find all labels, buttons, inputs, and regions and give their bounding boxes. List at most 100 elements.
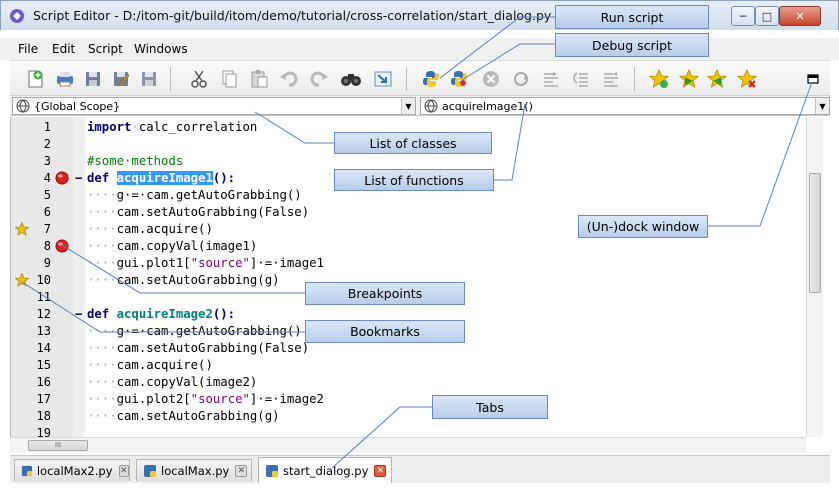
bookmark-star-icon[interactable] — [15, 222, 29, 236]
menu-edit[interactable]: Edit — [52, 42, 76, 56]
find-button[interactable] — [338, 66, 364, 92]
minimize-button[interactable]: ─ — [731, 6, 755, 26]
tab-localmax[interactable]: localMax.py ✕ — [136, 459, 252, 481]
undock-icon — [807, 74, 819, 84]
clear-bookmarks-button[interactable] — [734, 66, 760, 92]
globe-icon — [424, 99, 438, 113]
scissors-icon — [191, 70, 207, 88]
minimize-icon: ─ — [739, 9, 747, 23]
chevron-down-icon[interactable]: ▼ — [815, 98, 829, 114]
close-tab-icon[interactable]: ✕ — [118, 464, 129, 477]
horizontal-scroll-thumb[interactable]: III — [28, 440, 88, 451]
toolbar-separator — [170, 67, 171, 91]
close-button[interactable]: ✕ — [779, 6, 821, 26]
code-line: ····cam.setAutoGrabbing(False) — [87, 341, 310, 355]
code-line: def acquireImage2(): — [87, 307, 236, 321]
vertical-scrollbar[interactable] — [806, 117, 823, 437]
next-bookmark-button[interactable] — [676, 66, 702, 92]
class-list-combo[interactable]: {Global Scope} ▼ — [12, 97, 416, 115]
step-icon — [544, 72, 558, 87]
step-out-button[interactable] — [598, 66, 624, 92]
code-line: ····gui.plot1["source"]·=·image1 — [87, 256, 324, 270]
selected-text: acquireImage1 — [116, 171, 213, 185]
save-icon — [86, 72, 100, 86]
code-line: import·calc_correlation — [87, 120, 258, 134]
python-debug-icon — [451, 71, 467, 87]
python-file-icon — [266, 464, 278, 477]
save-as-button[interactable] — [108, 66, 134, 92]
previous-bookmark-button[interactable] — [704, 66, 730, 92]
code-editor[interactable]: 1 2 3 4 5 6 7 8 9 10 11 12 13 14 15 16 1… — [10, 117, 806, 437]
maximize-icon: □ — [761, 9, 773, 23]
save-button[interactable] — [80, 66, 106, 92]
debug-script-button[interactable] — [446, 66, 472, 92]
fold-toggle[interactable]: − — [75, 307, 83, 321]
callout-list-of-functions: List of functions — [334, 169, 494, 191]
step-over-button[interactable] — [568, 66, 594, 92]
star-remove-icon — [737, 69, 757, 88]
maximize-button[interactable]: □ — [755, 6, 779, 26]
line-number: 6 — [43, 205, 51, 219]
vertical-scroll-thumb[interactable] — [809, 173, 821, 293]
line-number: 8 — [43, 239, 51, 253]
function-list-combo[interactable]: acquireImage1() ▼ — [420, 97, 830, 115]
save-as-icon — [114, 72, 130, 87]
tab-label: localMax2.py — [36, 463, 113, 478]
toggle-bookmark-button[interactable] — [646, 66, 672, 92]
undock-window-button[interactable] — [800, 66, 826, 92]
paste-button[interactable] — [246, 66, 272, 92]
toolbar — [10, 60, 830, 96]
scope-bar: {Global Scope} ▼ acquireImage1() ▼ — [10, 96, 830, 116]
continue-button[interactable] — [508, 66, 534, 92]
cut-button[interactable] — [186, 66, 212, 92]
open-printer-icon — [57, 72, 73, 87]
code-line: ····g·=·cam.getAutoGrabbing() — [87, 188, 302, 202]
horizontal-scrollbar[interactable]: III — [10, 437, 806, 452]
class-list-value: {Global Scope} — [34, 99, 121, 113]
save-all-button[interactable] — [136, 66, 162, 92]
title-bar: Script Editor - D:/itom-git/build/itom/d… — [0, 0, 839, 30]
redo-icon — [310, 71, 328, 87]
fold-toggle[interactable]: − — [75, 171, 83, 185]
new-file-icon — [28, 70, 43, 88]
copy-button[interactable] — [216, 66, 242, 92]
menu-windows[interactable]: Windows — [134, 42, 188, 56]
tab-start-dialog[interactable]: start_dialog.py ✕ — [258, 457, 392, 483]
callout-breakpoints: Breakpoints — [305, 282, 465, 305]
close-tab-icon[interactable]: ✕ — [235, 464, 248, 477]
code-line: ····cam.copyVal(image1) — [87, 239, 258, 253]
star-previous-icon — [707, 69, 727, 88]
breakpoint-icon[interactable] — [55, 239, 69, 253]
code-line: ····gui.plot2["source"]·=·image2 — [87, 392, 324, 406]
stop-button[interactable] — [478, 66, 504, 92]
line-number: 1 — [43, 120, 51, 134]
line-number: 14 — [36, 341, 51, 355]
line-number: 9 — [43, 256, 51, 270]
fold-margin[interactable] — [73, 117, 85, 437]
stop-icon — [483, 71, 499, 87]
breakpoint-icon[interactable] — [55, 171, 69, 185]
run-script-button[interactable] — [418, 66, 444, 92]
line-number: 4 — [43, 171, 51, 185]
code-line: ····cam.acquire() — [87, 358, 213, 372]
new-script-button[interactable] — [22, 66, 48, 92]
bookmark-star-icon[interactable] — [15, 273, 29, 287]
line-number: 17 — [36, 392, 51, 406]
star-add-icon — [649, 69, 669, 88]
callout-run-script: Run script — [555, 5, 709, 29]
continue-icon — [514, 72, 529, 86]
menu-script[interactable]: Script — [88, 42, 123, 56]
chevron-down-icon[interactable]: ▼ — [401, 98, 415, 114]
goto-button[interactable] — [370, 66, 396, 92]
redo-button[interactable] — [306, 66, 332, 92]
python-file-icon — [21, 465, 33, 476]
undo-button[interactable] — [276, 66, 302, 92]
tab-localmax2[interactable]: localMax2.py ✕ — [14, 459, 130, 481]
menu-file[interactable]: File — [18, 42, 39, 56]
open-button[interactable] — [52, 66, 78, 92]
toolbar-separator — [406, 67, 407, 91]
code-line: ····cam.copyVal(image2) — [87, 375, 258, 389]
step-button[interactable] — [538, 66, 564, 92]
close-tab-icon[interactable]: ✕ — [374, 464, 387, 477]
